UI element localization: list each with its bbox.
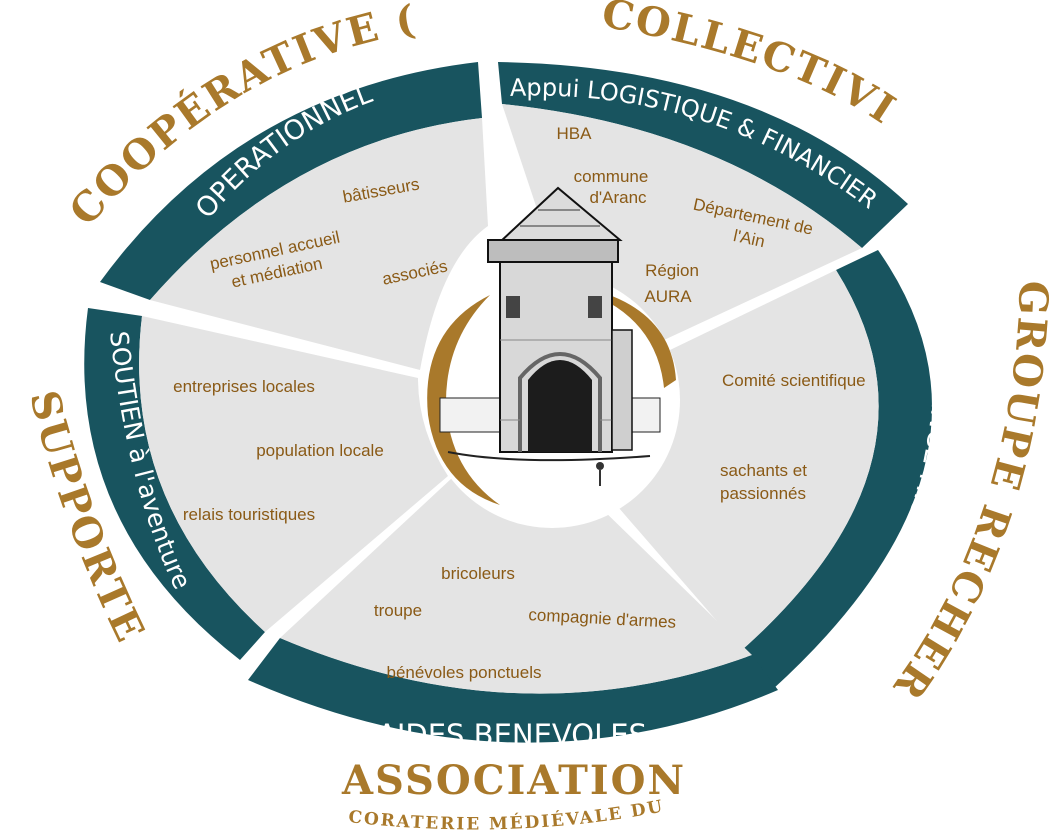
item-text: AURA xyxy=(644,287,692,306)
gold-crescent xyxy=(427,295,500,505)
sector-soutien xyxy=(139,316,448,632)
item-text: sachants et xyxy=(720,461,807,480)
item-text: relais touristiques xyxy=(183,505,315,524)
label-association: ASSOCIATION xyxy=(341,757,686,804)
item-text: Comité scientifique xyxy=(722,371,866,390)
item-text: commune xyxy=(574,167,649,186)
band-label-benevoles: AIDES BENEVOLES xyxy=(377,718,647,752)
items-historique: Comité scientifique sachants et passionn… xyxy=(720,371,866,503)
item-text: bricoleurs xyxy=(441,564,515,583)
medieval-tower-icon xyxy=(439,186,661,486)
band-ring xyxy=(84,62,933,743)
items-soutien: entreprises locales population locale re… xyxy=(173,377,384,524)
item-text: d'Aranc xyxy=(589,188,647,207)
sector-fills xyxy=(139,104,879,694)
item-text: troupe xyxy=(374,601,422,620)
item-text: Région xyxy=(645,261,699,280)
band-benevoles xyxy=(248,638,778,743)
band-operationnel xyxy=(100,62,482,300)
gold-crescent-right xyxy=(608,296,676,388)
item-text: population locale xyxy=(256,441,384,460)
sector-logistique xyxy=(502,104,862,340)
sector-operationnel xyxy=(150,118,488,370)
item-text: bénévoles ponctuels xyxy=(386,663,541,682)
band-historique xyxy=(742,250,933,690)
band-logistique xyxy=(498,62,908,248)
item-text: passionnés xyxy=(720,484,806,503)
sector-historique xyxy=(612,270,879,650)
band-soutien xyxy=(84,308,265,660)
item-text: entreprises locales xyxy=(173,377,315,396)
items-benevoles: bricoleurs troupe compagnie d'armes béné… xyxy=(374,564,677,682)
item-text: HBA xyxy=(557,124,593,143)
sector-benevoles xyxy=(280,478,752,694)
